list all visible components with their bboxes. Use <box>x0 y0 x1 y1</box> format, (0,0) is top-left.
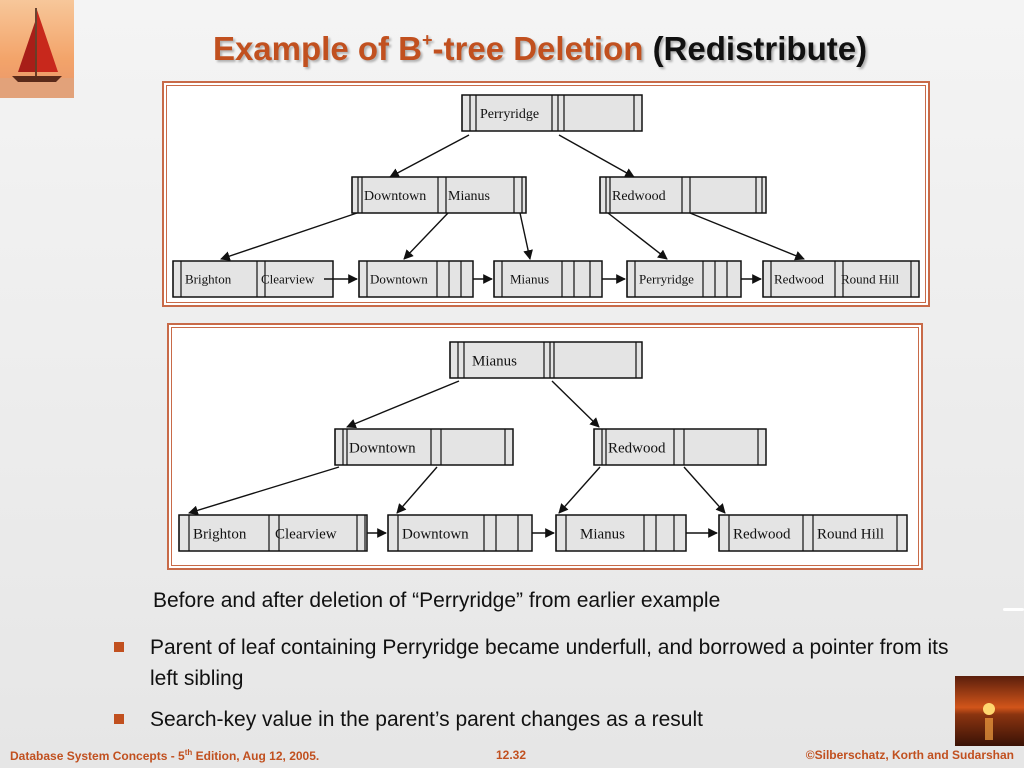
footer-left-suffix: Edition, Aug 12, 2005. <box>192 749 320 763</box>
footer-slide-number: 12.32 <box>496 748 527 762</box>
decorative-stroke <box>1003 608 1024 611</box>
node-key-label: Mianus <box>448 189 490 204</box>
footer-left-text: Database System Concepts - 5 <box>10 749 185 763</box>
title-text: Example of B <box>212 30 422 67</box>
node-key-label: Perryridge <box>639 272 694 287</box>
node-key-label: Redwood <box>608 440 666 456</box>
footer-copyright: ©Silberschatz, Korth and Sudarshan <box>805 748 1014 762</box>
node-key-label: Round Hill <box>841 272 900 287</box>
title-paren: (Redistribute) <box>652 30 868 67</box>
leaf-node: Redwood Round Hill <box>718 514 908 552</box>
bullet-text: Parent of leaf containing Perryridge bec… <box>150 636 949 690</box>
internal-node-left: Downtown Mianus <box>351 176 527 214</box>
leaf-node: Mianus <box>555 514 687 552</box>
sunset-image-icon <box>955 676 1024 746</box>
node-key-label: Downtown <box>402 526 469 542</box>
pointer-arrow <box>689 212 805 261</box>
bullet-square-icon <box>114 642 124 652</box>
bullet-list: Parent of leaf containing Perryridge bec… <box>112 632 972 745</box>
leaf-node: Mianus <box>493 260 603 298</box>
leaf-node: Redwood Round Hill <box>762 260 920 298</box>
bullet-item: Parent of leaf containing Perryridge bec… <box>112 632 972 694</box>
internal-node-right: Redwood <box>593 428 767 466</box>
node-key-label: Clearview <box>275 526 337 542</box>
pointer-arrow <box>220 212 358 261</box>
node-key-label: Mianus <box>580 526 625 542</box>
leaf-node: Downtown <box>387 514 533 552</box>
slide-title: Example of B+-tree Deletion (Redistribut… <box>0 30 1024 68</box>
title-text-suffix: -tree Deletion <box>432 30 644 67</box>
pointer-arrow <box>558 466 601 514</box>
pointer-arrow <box>558 134 635 178</box>
node-key-label: Downtown <box>364 189 426 204</box>
leaf-node: Brighton Clearview <box>178 514 368 552</box>
bullet-item: Search-key value in the parent’s parent … <box>112 704 972 735</box>
node-key-label: Brighton <box>193 526 247 542</box>
pointer-arrow <box>396 466 438 514</box>
bullet-text: Search-key value in the parent’s parent … <box>150 708 703 731</box>
internal-node-left: Downtown <box>334 428 514 466</box>
node-key-label: Clearview <box>261 272 315 287</box>
pointer-arrow <box>389 134 470 178</box>
node-key-label: Redwood <box>612 189 666 204</box>
node-key-label: Mianus <box>510 272 549 287</box>
node-key-label: Brighton <box>185 272 232 287</box>
node-key-label: Round Hill <box>817 526 884 542</box>
sailboat-logo-icon <box>0 0 74 98</box>
node-key-label: Redwood <box>733 526 791 542</box>
root-node: Perryridge <box>461 94 643 132</box>
node-key-label: Downtown <box>370 272 428 287</box>
footer-book-info: Database System Concepts - 5th Edition, … <box>10 748 319 763</box>
leaf-node: Perryridge <box>626 260 742 298</box>
pointer-arrow <box>519 212 533 260</box>
node-key-label: Mianus <box>472 353 517 369</box>
leaf-node: Downtown <box>358 260 474 298</box>
pointer-arrow <box>188 466 340 516</box>
pointer-arrow <box>551 380 600 428</box>
node-key-label: Perryridge <box>480 107 539 122</box>
pointer-arrow <box>346 380 460 429</box>
node-key-label: Redwood <box>774 272 824 287</box>
root-node: Mianus <box>449 341 643 379</box>
pointer-arrow <box>683 466 726 514</box>
leaf-node: Brighton Clearview <box>172 260 334 298</box>
pointer-arrow <box>403 212 449 260</box>
figure-caption: Before and after deletion of “Perryridge… <box>153 589 721 612</box>
internal-node-right: Redwood <box>599 176 767 214</box>
pointer-arrow <box>607 212 668 260</box>
title-superscript: + <box>422 30 433 50</box>
node-key-label: Downtown <box>349 440 416 456</box>
bullet-square-icon <box>114 714 124 724</box>
footer-left-sup: th <box>184 748 193 757</box>
